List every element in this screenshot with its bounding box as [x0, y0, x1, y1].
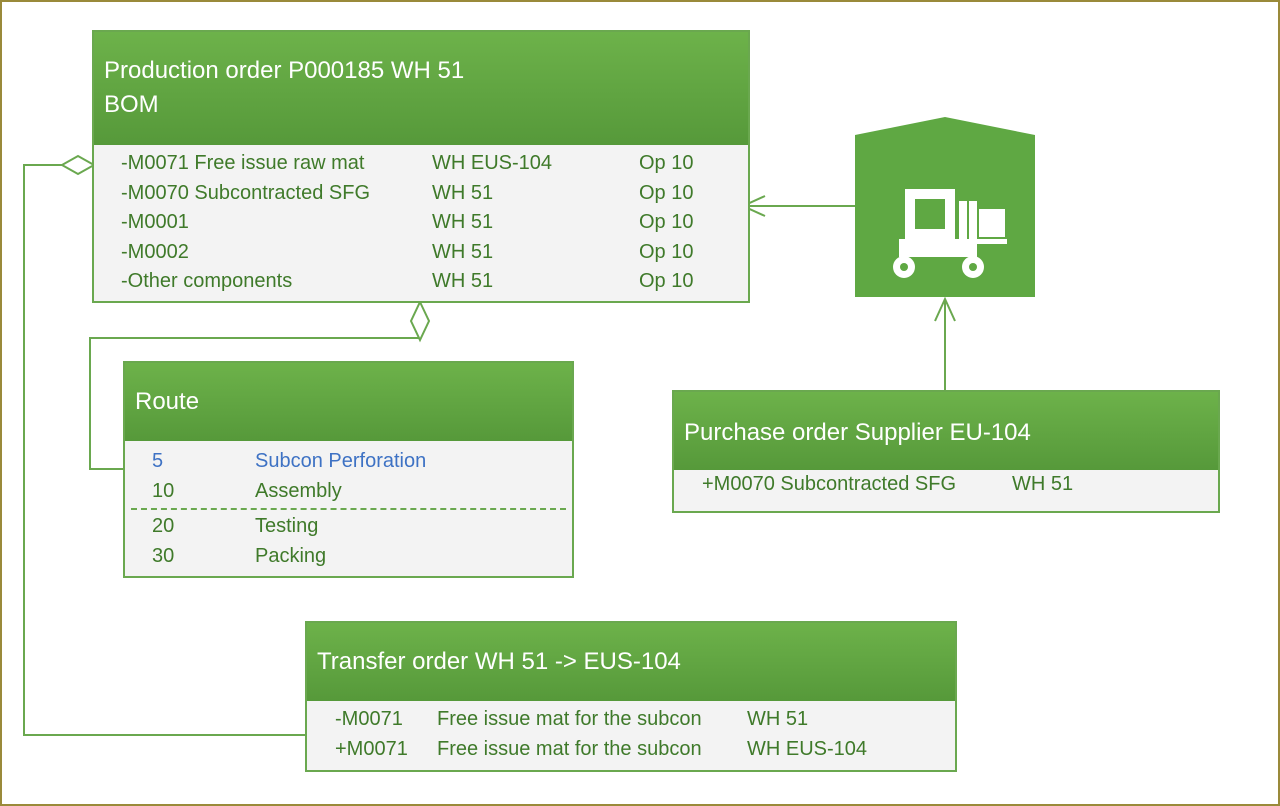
bom-warehouse: WH 51: [432, 240, 494, 263]
purchase-order-header: Purchase order Supplier EU-104: [674, 392, 1218, 470]
transfer-warehouse: WH EUS-104: [747, 737, 868, 760]
route-op-number: 20: [152, 515, 175, 537]
bom-operation: Op 10: [639, 152, 694, 174]
forklift-warehouse-icon: [855, 117, 1035, 297]
transfer-description: Free issue mat for the subcon: [437, 708, 702, 730]
route-op-number: 30: [152, 544, 175, 567]
bom-operation: Op 10: [639, 240, 694, 263]
route-op-name: Packing: [255, 544, 327, 567]
route-operation: 10 Assembly: [125, 477, 572, 507]
bom-item: -M0070 Subcontracted SFG: [121, 181, 371, 204]
bom-warehouse: WH EUS-104: [432, 152, 553, 174]
bom-item: -Other components: [121, 270, 293, 292]
route-title: Route: [135, 388, 200, 415]
transfer-warehouse: WH 51: [747, 708, 809, 730]
bom-line: -M0070 Subcontracted SFG WH 51 Op 10: [94, 179, 748, 209]
bom-warehouse: WH 51: [432, 211, 494, 233]
transfer-to-bom-connector: [23, 164, 305, 736]
transfer-line: +M0071 Free issue mat for the subcon WH …: [307, 735, 955, 765]
route-operation: 20 Testing: [125, 512, 572, 542]
route-op-name: Testing: [255, 515, 319, 537]
purchase-warehouse: WH 51: [1012, 473, 1074, 495]
transfer-item: +M0071: [335, 737, 408, 760]
transfer-item: -M0071: [335, 708, 403, 730]
transfer-order-lines: -M0071 Free issue mat for the subcon WH …: [307, 701, 955, 764]
purchase-order-card: Purchase order Supplier EU-104 +M0070 Su…: [672, 390, 1220, 513]
route-op-number: 10: [152, 479, 175, 502]
subcontract-divider: [131, 508, 566, 510]
aggregation-diamond-icon: [409, 299, 431, 343]
purchase-line: +M0070 Subcontracted SFG WH 51: [674, 470, 1218, 500]
route-header: Route: [125, 363, 572, 441]
route-operations: 5 Subcon Perforation 10 Assembly 20 Test…: [125, 441, 572, 571]
route-op-number: 5: [152, 450, 164, 472]
transfer-description: Free issue mat for the subcon: [437, 737, 702, 760]
bom-operation: Op 10: [639, 270, 694, 292]
bom-warehouse: WH 51: [432, 270, 494, 292]
production-order-card: Production order P000185 WH 51 BOM -M007…: [92, 30, 750, 303]
bom-item: -M0071 Free issue raw mat: [121, 152, 365, 174]
purchase-order-title: Purchase order Supplier EU-104: [684, 419, 1031, 446]
production-order-subtitle: BOM: [104, 91, 159, 118]
transfer-order-title: Transfer order WH 51 -> EUS-104: [317, 648, 681, 675]
bom-lines: -M0071 Free issue raw mat WH EUS-104 Op …: [94, 145, 748, 297]
transfer-line: -M0071 Free issue mat for the subcon WH …: [307, 705, 955, 735]
bom-line: -M0071 Free issue raw mat WH EUS-104 Op …: [94, 149, 748, 179]
bom-line: -Other components WH 51 Op 10: [94, 267, 748, 297]
production-order-header: Production order P000185 WH 51 BOM: [94, 32, 748, 145]
route-card: Route 5 Subcon Perforation 10 Assembly 2…: [123, 361, 574, 578]
bom-line: -M0002 WH 51 Op 10: [94, 238, 748, 268]
bom-operation: Op 10: [639, 211, 694, 233]
bom-item: -M0002: [121, 240, 189, 263]
route-op-name: Subcon Perforation: [255, 450, 427, 472]
purchase-item: +M0070 Subcontracted SFG: [702, 473, 957, 495]
route-operation: 5 Subcon Perforation: [125, 447, 572, 477]
route-to-bom-connector: [89, 337, 420, 470]
route-operation: 30 Packing: [125, 542, 572, 572]
bom-line: -M0001 WH 51 Op 10: [94, 208, 748, 238]
transfer-order-card: Transfer order WH 51 -> EUS-104 -M0071 F…: [305, 621, 957, 772]
bom-warehouse: WH 51: [432, 181, 494, 204]
transfer-order-header: Transfer order WH 51 -> EUS-104: [307, 623, 955, 701]
purchase-order-lines: +M0070 Subcontracted SFG WH 51: [674, 470, 1218, 500]
open-arrow-icon: [934, 296, 956, 322]
aggregation-diamond-icon: [59, 154, 97, 176]
route-op-name: Assembly: [255, 479, 342, 502]
bom-item: -M0001: [121, 211, 189, 233]
bom-operation: Op 10: [639, 181, 694, 204]
production-order-title: Production order P000185 WH 51: [104, 57, 465, 84]
